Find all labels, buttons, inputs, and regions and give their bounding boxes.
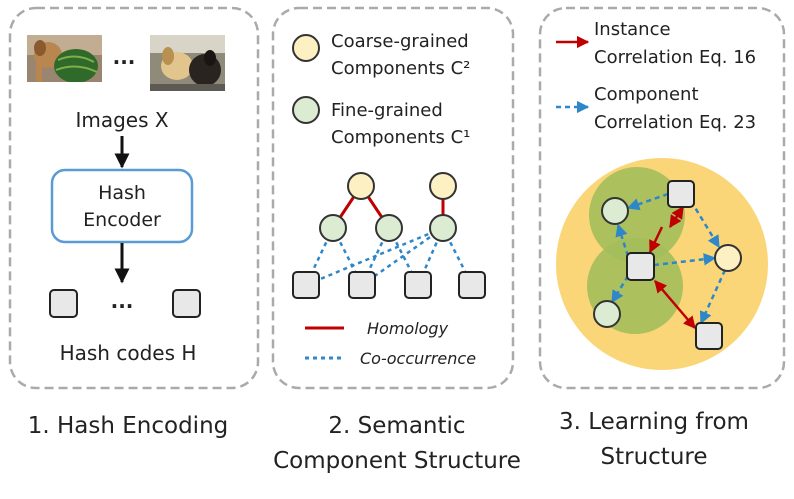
instance-square-top: [667, 180, 695, 208]
code-square-2: [348, 271, 376, 299]
coarse-node-1: [347, 172, 375, 200]
hash-encoder-label-line2: Encoder: [83, 209, 161, 231]
code-square-4: [458, 271, 486, 299]
hash-encoder-label-line1: Hash: [98, 182, 146, 204]
coarse-label-line2: Components C²: [331, 58, 470, 79]
panel-learning-structure: Instance Correlation Eq. 16 Component Co…: [538, 6, 786, 390]
code-square-3: [404, 271, 432, 299]
component-label-line2: Correlation Eq. 23: [594, 112, 756, 133]
instance-square-middle: [626, 252, 655, 281]
hash-encoder-box: [50, 168, 194, 244]
instance-correlation-arrows: [648, 205, 696, 329]
instance-square-bottom: [695, 322, 723, 350]
caption-learning-line1: 3. Learning from: [559, 409, 749, 435]
codes-ellipsis: ...: [111, 289, 134, 313]
images-ellipsis: ...: [113, 45, 136, 69]
fine-node-3: [429, 214, 457, 242]
panel-1-border: [8, 6, 260, 390]
instance-label-line2: Correlation Eq. 16: [594, 47, 756, 68]
fine-node-1: [319, 214, 347, 242]
panel-3-border: [538, 6, 786, 390]
panel-hash-encoding: ... Images X Hash Encoder ... Hash codes…: [8, 6, 260, 390]
fine-label-line2: Components C¹: [331, 127, 470, 148]
image-dogs: [150, 35, 225, 91]
fine-label-line1: Fine-grained: [331, 100, 443, 121]
coarse-label-line1: Coarse-grained: [331, 31, 469, 52]
images-label: Images X: [75, 108, 168, 132]
component-correlation-arrows: [610, 192, 727, 325]
hash-code-square-right: [172, 289, 201, 318]
caption-semantic-line1: 2. Semantic: [328, 413, 465, 439]
fine-node-left-bottom: [593, 300, 621, 328]
component-label-line1: Component: [594, 84, 699, 105]
coarse-node-right: [714, 244, 742, 272]
legend-cooccurrence-label: Co-occurrence: [360, 349, 476, 368]
instance-label-line1: Instance: [594, 19, 671, 40]
legend-fine-node: [292, 96, 320, 124]
legend-coarse-node: [292, 34, 320, 62]
panel-semantic-structure: Coarse-grained Components C² Fine-graine…: [271, 6, 515, 390]
image-puppy-watermelon: [27, 35, 102, 82]
caption-semantic-line2: Component Structure: [273, 448, 521, 474]
caption-learning-line2: Structure: [601, 444, 708, 470]
panel-2-border: [271, 6, 515, 390]
hash-codes-label: Hash codes H: [60, 341, 197, 365]
legend-homology-label: Homology: [367, 319, 449, 338]
hash-code-square-left: [49, 289, 78, 318]
code-square-1: [292, 271, 320, 299]
fine-node-2: [375, 214, 403, 242]
caption-hash-encoding: 1. Hash Encoding: [28, 413, 229, 439]
fine-region-top: [589, 167, 685, 263]
coarse-node-2: [429, 172, 457, 200]
fine-node-left-top: [601, 197, 629, 225]
